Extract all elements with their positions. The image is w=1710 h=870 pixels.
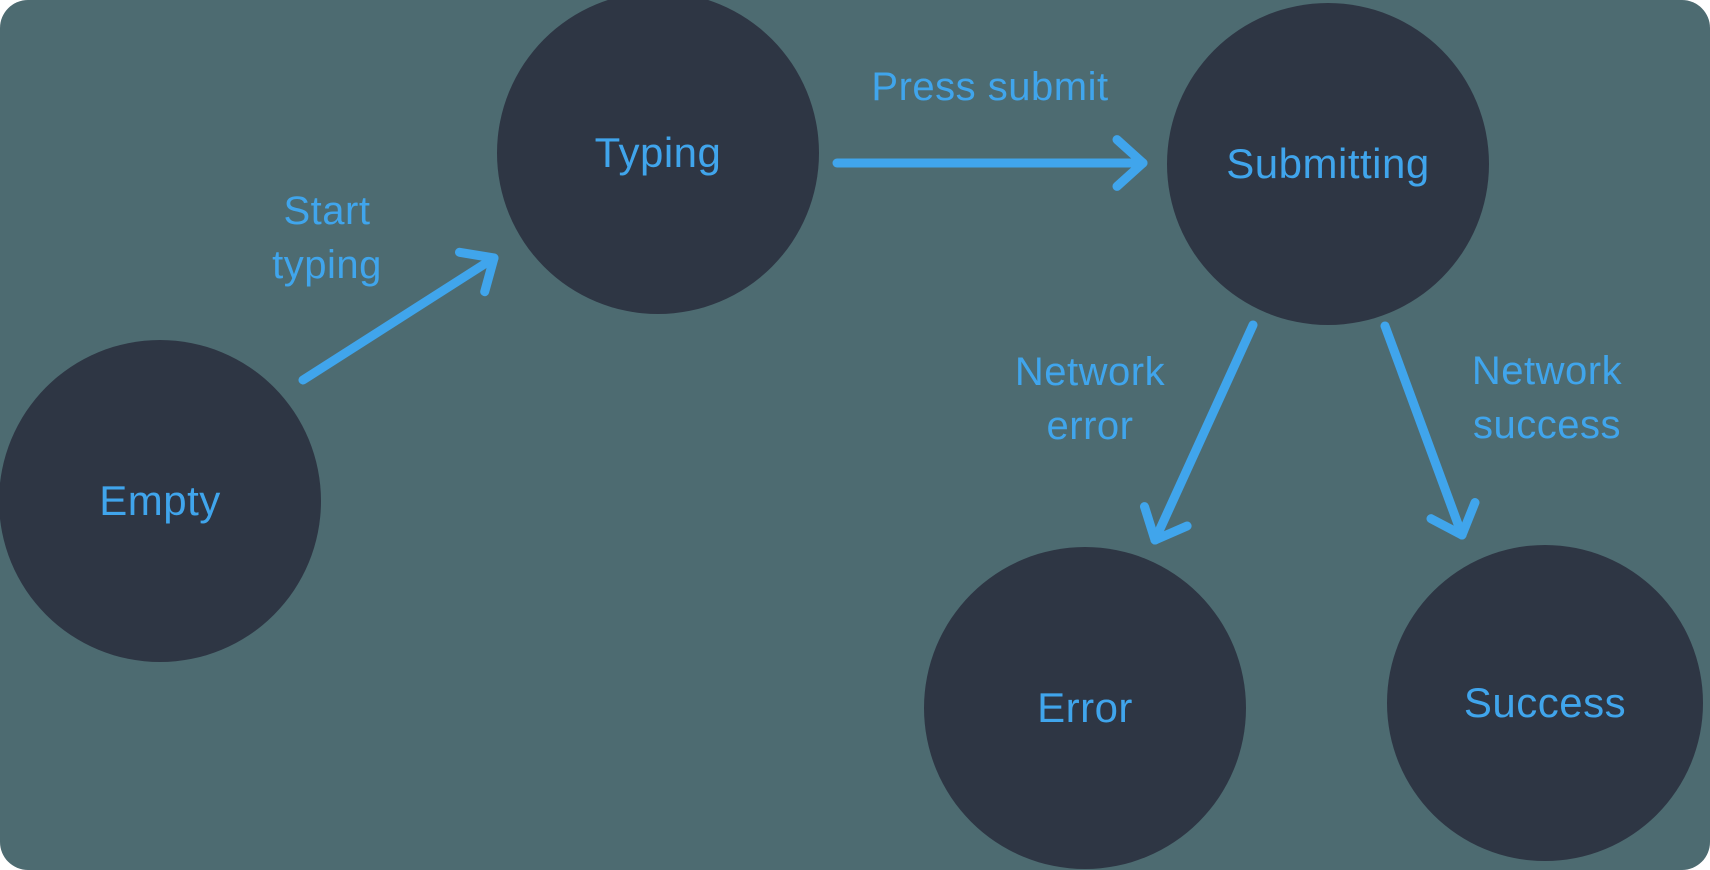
state-label-error: Error [1037,684,1133,731]
state-node-typing: Typing [497,0,819,314]
arrowhead-icon [1140,502,1192,545]
state-node-submitting: Submitting [1167,3,1489,325]
state-label-typing: Typing [594,129,722,176]
state-node-error: Error [924,547,1246,869]
edge-label-network-success: Network success [1471,349,1623,447]
edge-label-press-submit: Press submit [871,65,1109,109]
edge-arrow-network-success [1380,321,1480,540]
arrowhead-icon [1112,135,1148,191]
state-node-empty: Empty [0,340,321,662]
state-label-success: Success [1463,679,1627,726]
edge-label-network-error: Network error [1014,350,1166,448]
edge-label-start-typing: Start typing [272,189,382,287]
arrowhead-icon [1426,498,1480,540]
edge-arrow-press-submit [832,135,1148,191]
edge-arrow-start-typing [298,247,499,385]
state-node-success: Success [1387,545,1703,861]
state-label-submitting: Submitting [1226,140,1430,187]
arrowhead-icon [455,247,499,297]
edge-arrow-network-error [1140,320,1258,545]
state-label-empty: Empty [99,477,221,524]
